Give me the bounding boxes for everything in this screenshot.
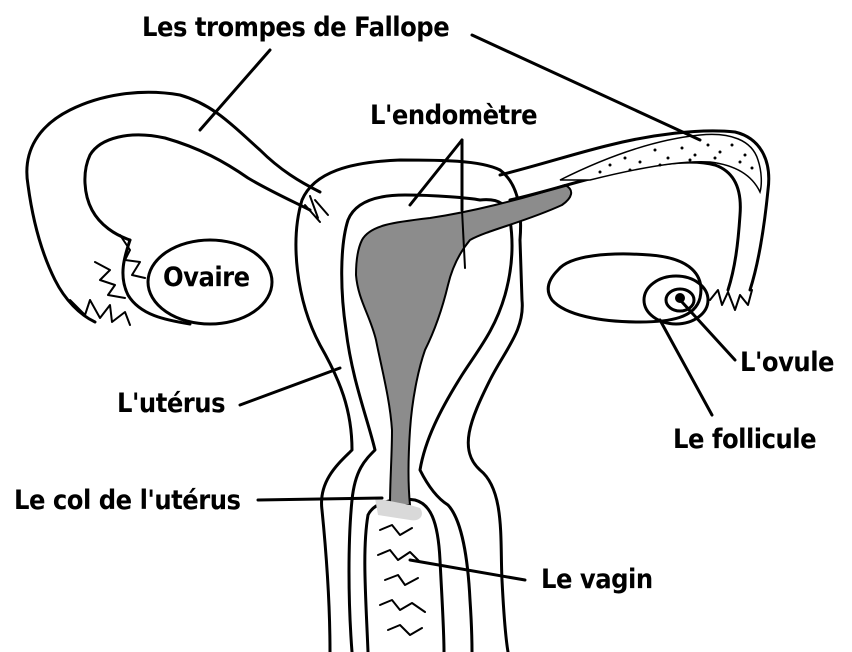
right-fimbriae bbox=[710, 290, 752, 310]
leader-uterus bbox=[240, 368, 340, 405]
label-vagina: Le vagin bbox=[541, 566, 653, 593]
tube-end-fimbria-left bbox=[305, 196, 328, 222]
label-follicle: Le follicule bbox=[673, 426, 816, 453]
label-uterus: L'utérus bbox=[117, 390, 225, 417]
label-fallopian-tubes: Les trompes de Fallope bbox=[142, 14, 449, 41]
leader-follicle bbox=[660, 320, 712, 415]
label-ovary: Ovaire bbox=[163, 264, 250, 291]
tube-lumen-dots bbox=[560, 134, 761, 192]
leader-ovum bbox=[682, 302, 735, 360]
left-tube-inner bbox=[85, 135, 310, 240]
vaginal-rugae bbox=[378, 525, 425, 635]
left-fimbriae bbox=[70, 235, 145, 325]
label-ovum: L'ovule bbox=[740, 349, 834, 376]
label-cervix: Le col de l'utérus bbox=[14, 487, 240, 514]
leader-cervix bbox=[258, 498, 382, 500]
leader-tubes-left bbox=[200, 50, 270, 130]
right-tube-lower bbox=[510, 162, 740, 290]
vagina-left-wall bbox=[349, 500, 352, 652]
label-endometrium: L'endomètre bbox=[370, 102, 537, 129]
